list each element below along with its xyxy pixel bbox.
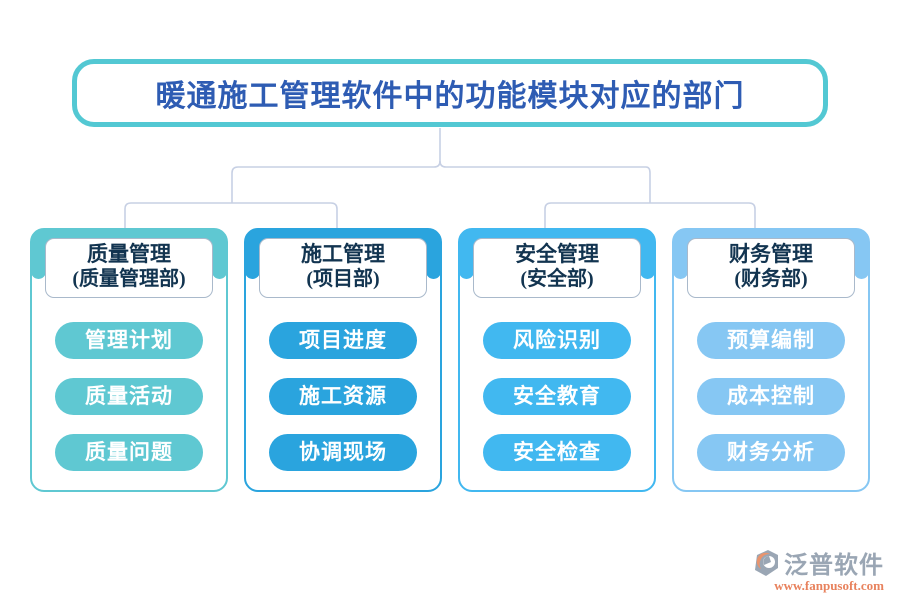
department-name: (质量管理部) [72,268,186,290]
module-item: 成本控制 [697,378,845,415]
module-name: 质量管理 [87,242,171,266]
module-item: 安全检查 [483,434,631,471]
module-item: 预算编制 [697,322,845,359]
connector-branch-right [439,160,651,203]
column-header-safety: 安全管理 (安全部) [473,238,641,298]
brand-footer: 泛普软件 www.fanpusoft.com [751,545,884,594]
module-item: 管理计划 [55,322,203,359]
module-name: 财务管理 [729,242,813,266]
module-item: 安全教育 [483,378,631,415]
column-quality-management: 质量管理 (质量管理部) 管理计划 质量活动 质量问题 [30,228,228,492]
module-item: 风险识别 [483,322,631,359]
module-item: 协调现场 [269,434,417,471]
diagram-title-box: 暖通施工管理软件中的功能模块对应的部门 [72,59,828,127]
brand-url: www.fanpusoft.com [774,578,884,593]
fanpu-logo-icon [755,549,778,576]
module-columns: 质量管理 (质量管理部) 管理计划 质量活动 质量问题 施工管理 (项目部) 项… [30,228,870,492]
module-name: 安全管理 [515,242,599,266]
column-header-construction: 施工管理 (项目部) [259,238,427,298]
column-header-finance: 财务管理 (财务部) [687,238,855,298]
module-item: 质量问题 [55,434,203,471]
column-construction-management: 施工管理 (项目部) 项目进度 施工资源 协调现场 [244,228,442,492]
module-item: 质量活动 [55,378,203,415]
module-item: 财务分析 [697,434,845,471]
department-name: (安全部) [520,268,594,290]
module-name: 施工管理 [301,242,385,266]
connector-branch-left [231,160,441,203]
brand-name: 泛普软件 [784,553,884,579]
column-finance-management: 财务管理 (财务部) 预算编制 成本控制 财务分析 [672,228,870,492]
column-header-quality: 质量管理 (质量管理部) [45,238,213,298]
department-name: (项目部) [306,268,380,290]
module-item: 施工资源 [269,378,417,415]
column-safety-management: 安全管理 (安全部) 风险识别 安全教育 安全检查 [458,228,656,492]
diagram-title: 暖通施工管理软件中的功能模块对应的部门 [155,80,745,113]
connector-fork-right [544,202,756,228]
connector-fork-left [124,202,338,228]
department-name: (财务部) [734,268,808,290]
module-item: 项目进度 [269,322,417,359]
